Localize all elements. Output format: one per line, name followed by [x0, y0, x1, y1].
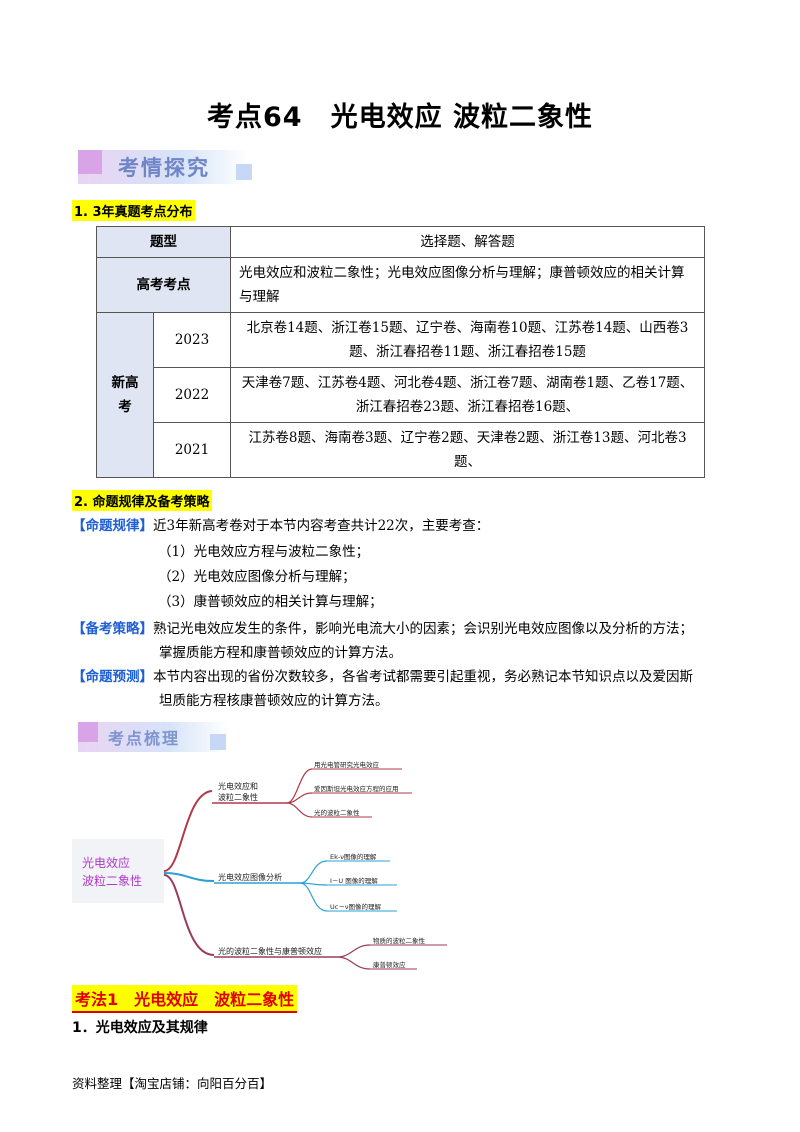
table-cell: 江苏卷8题、海南卷3题、辽宁卷2题、天津卷2题、浙江卷13题、河北卷3题、	[230, 422, 705, 478]
rule-line: 【命题规律】近3年新高考卷对于本节内容考查共计22次，主要考查：	[72, 514, 489, 538]
mindmap-leaf: I－U 图像的理解	[330, 876, 378, 885]
mind-map: 光电效应 波粒二象性 光电效应和 波粒二象性 用光电管研究光电效应 爱因斯坦光电…	[72, 755, 472, 985]
mindmap-leaf: 用光电管研究光电效应	[314, 760, 380, 769]
mindmap-root: 波粒二象性	[82, 873, 142, 888]
banner-kaoqing: 考情探究	[78, 150, 252, 184]
forecast-text-cont: 坦质能方程核康普顿效应的计算方法。	[159, 693, 389, 709]
table-row: 高考考点 光电效应和波粒二象性；光电效应图像分析与理解；康普顿效应的相关计算与理…	[96, 257, 705, 313]
mindmap-branch: 波粒二象性	[218, 792, 258, 802]
table-cell: 天津卷7题、江苏卷4题、河北卷4题、浙江卷7题、湖南卷1题、乙卷17题、浙江春招…	[230, 367, 705, 423]
forecast-line: 【命题预测】本节内容出现的省份次数较多，各省考试都需要引起重视，务必熟记本节知识…	[72, 665, 693, 689]
strategy-line: 【备考策略】熟记光电效应发生的条件，影响光电流大小的因素；会识别光电效应图像以及…	[72, 617, 693, 641]
mindmap-branch: 光电效应图像分析	[218, 872, 282, 882]
list-item: （1）光电效应方程与波粒二象性；	[158, 544, 370, 560]
mindmap-leaf: 康普顿效应	[373, 960, 406, 969]
banner-deco-square	[78, 722, 98, 742]
list-item: （3）康普顿效应的相关计算与理解；	[158, 594, 383, 610]
strategy-text-cont: 掌握质能方程和康普顿效应的计算方法。	[159, 645, 402, 661]
list-item: （2）光电效应图像分析与理解；	[158, 569, 356, 585]
page-title: 考点64 光电效应 波粒二象性	[207, 102, 593, 133]
banner-title: 考情探究	[118, 156, 210, 180]
table-cell: 题型	[96, 226, 231, 258]
banner-deco-square	[78, 150, 102, 174]
section-heading: 1. 3年真题考点分布	[72, 200, 195, 221]
rule-tag: 【命题规律】	[72, 518, 153, 534]
mindmap-leaf: 物质的波粒二象性	[373, 936, 426, 945]
kaofa-heading: 考法1 光电效应 波粒二象性	[72, 985, 298, 1013]
section-heading: 2. 命题规律及备考策略	[72, 490, 212, 511]
exam-distribution-table: 题型 选择题、解答题 高考考点 光电效应和波粒二象性；光电效应图像分析与理解；康…	[96, 226, 705, 478]
mindmap-root: 光电效应	[82, 855, 130, 870]
mindmap-branch: 光的波粒二象性与康普顿效应	[218, 946, 322, 956]
banner-deco-square	[236, 164, 252, 180]
table-cell: 新高考	[96, 312, 154, 478]
forecast-tag: 【命题预测】	[72, 669, 153, 685]
table-cell: 2023	[153, 312, 231, 368]
table-cell: 光电效应和波粒二象性；光电效应图像分析与理解；康普顿效应的相关计算与理解	[230, 257, 705, 313]
strategy-tag: 【备考策略】	[72, 621, 153, 637]
table-cell: 北京卷14题、浙江卷15题、辽宁卷、海南卷10题、江苏卷14题、山西卷3题、浙江…	[230, 312, 705, 368]
mindmap-leaf: Uc－ν图像的理解	[330, 902, 381, 911]
table-row: 2022 天津卷7题、江苏卷4题、河北卷4题、浙江卷7题、湖南卷1题、乙卷17题…	[97, 367, 705, 423]
mindmap-leaf: 光的波粒二象性	[314, 808, 360, 817]
banner-deco-square	[210, 734, 226, 750]
rule-text: 近3年新高考卷对于本节内容考查共计22次，主要考查：	[153, 518, 490, 534]
forecast-text: 本节内容出现的省份次数较多，各省考试都需要引起重视，务必熟记本节知识点以及爱因斯	[153, 669, 693, 685]
table-cell: 选择题、解答题	[230, 226, 705, 258]
banner-title: 考点梳理	[108, 729, 181, 748]
table-cell: 高考考点	[96, 257, 231, 313]
mindmap-branch: 光电效应和	[218, 781, 258, 791]
mindmap-leaf: 爱因斯坦光电效应方程的应用	[314, 784, 399, 793]
table-row: 新高考 2023 北京卷14题、浙江卷15题、辽宁卷、海南卷10题、江苏卷14题…	[96, 312, 705, 478]
table-row: 2021 江苏卷8题、海南卷3题、辽宁卷2题、天津卷2题、浙江卷13题、河北卷3…	[97, 422, 705, 478]
page-footer: 资料整理【淘宝店铺：向阳百分百】	[72, 1076, 273, 1091]
mindmap-leaf: Ek-ν图像的理解	[330, 852, 377, 861]
banner-kaodian: 考点梳理	[78, 722, 228, 752]
table-cell: 2021	[153, 422, 231, 478]
table-row: 题型 选择题、解答题	[96, 226, 705, 258]
strategy-text: 熟记光电效应发生的条件，影响光电流大小的因素；会识别光电效应图像以及分析的方法；	[153, 621, 693, 637]
sub-heading: 1．光电效应及其规律	[72, 1020, 208, 1036]
table-cell: 2022	[153, 367, 231, 423]
